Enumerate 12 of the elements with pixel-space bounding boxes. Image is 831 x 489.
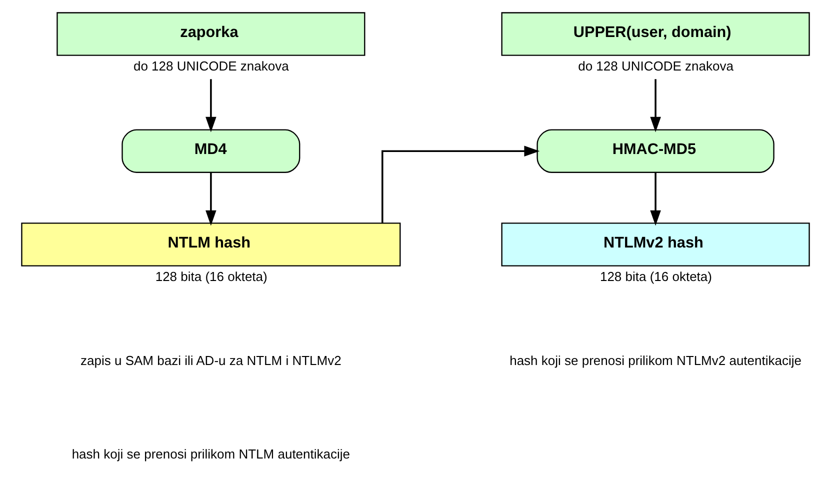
node-label: 128 bita (16 okteta) xyxy=(155,268,268,284)
label: hash koji se prenosi prilikom NTLM autentikacije xyxy=(72,446,350,462)
arrow xyxy=(650,172,661,226)
arrow xyxy=(206,172,216,226)
arrow xyxy=(650,79,661,132)
arrow xyxy=(382,146,540,224)
label: hash koji se prenosi prilikom NTLMv2 autentikacije xyxy=(510,352,802,368)
node-label: 128 bita (16 okteta) xyxy=(600,268,712,284)
node-label: do 128 UNICODE znakova xyxy=(578,58,734,74)
node-label: do 128 UNICODE znakova xyxy=(133,58,289,74)
arrow xyxy=(206,79,216,132)
label: zapis u SAM bazi ili AD-u za NTLM i NTLMv2 xyxy=(80,352,342,368)
